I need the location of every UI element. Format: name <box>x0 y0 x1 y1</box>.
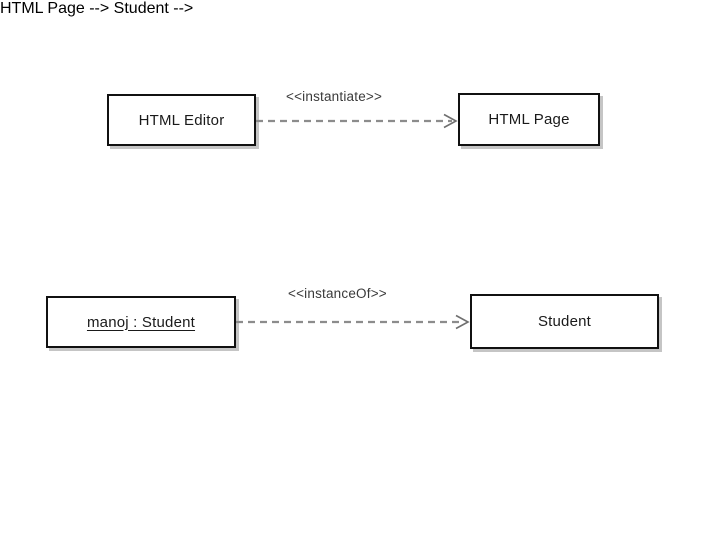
uml-object-manoj-label: manoj : Student <box>86 313 196 331</box>
uml-class-student-label: Student <box>537 313 592 330</box>
dependency-arrow-instanceof[interactable] <box>236 311 472 333</box>
stereotype-instanceof: <<instanceOf>> <box>288 286 387 301</box>
uml-class-student[interactable]: Student <box>470 294 659 349</box>
stereotype-instantiate: <<instantiate>> <box>286 89 383 104</box>
uml-class-html-page[interactable]: HTML Page <box>458 93 600 146</box>
open-arrowhead-icon <box>443 113 458 129</box>
open-arrowhead-icon <box>455 314 470 330</box>
uml-object-manoj[interactable]: manoj : Student <box>46 296 236 348</box>
dependency-arrow-instantiate[interactable] <box>256 110 460 132</box>
uml-class-html-page-label: HTML Page <box>488 111 570 128</box>
uml-class-html-editor[interactable]: HTML Editor <box>107 94 256 146</box>
uml-class-html-editor-label: HTML Editor <box>138 111 225 129</box>
